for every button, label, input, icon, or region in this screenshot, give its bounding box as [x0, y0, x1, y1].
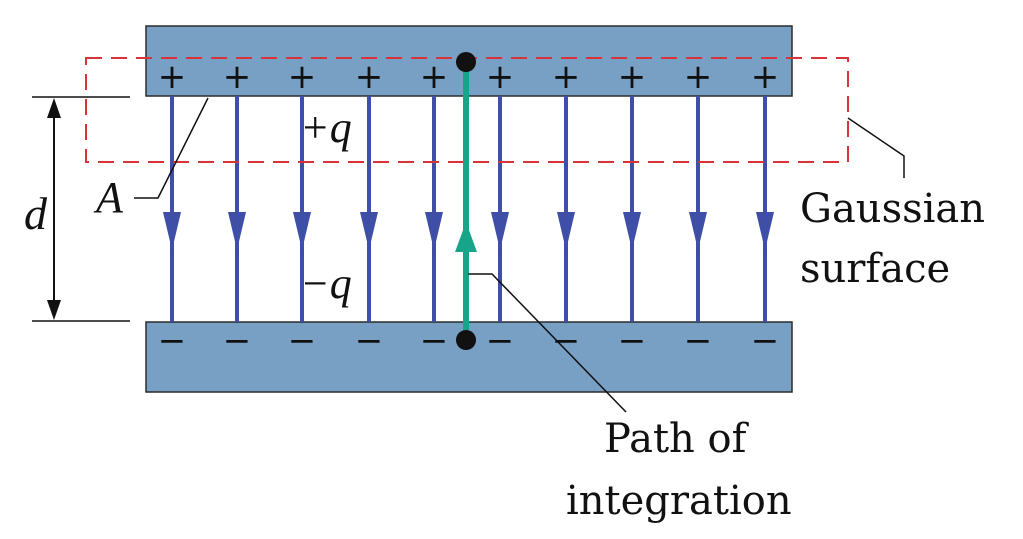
plus-charge: + [355, 57, 384, 97]
minus-charge: − [288, 321, 317, 361]
dimension-arrow-up [47, 98, 61, 118]
gaussian-label-line1: Gaussian [800, 186, 985, 232]
field-arrowhead [293, 212, 311, 250]
minus-charge: − [486, 321, 515, 361]
plus-charge: + [223, 57, 252, 97]
top-charge-label: +q [300, 103, 352, 152]
plus-charge: + [158, 57, 187, 97]
separation-label: d [24, 188, 48, 239]
integration-path-arrowhead [455, 222, 477, 252]
field-arrowhead [557, 212, 575, 250]
path-start-dot [456, 330, 476, 350]
minus-charge: − [420, 321, 449, 361]
path-leader [468, 273, 627, 413]
minus-charge: − [158, 321, 187, 361]
gaussian-label-line2: surface [800, 246, 950, 292]
plus-charge: + [618, 57, 647, 97]
plus-charge: + [420, 57, 449, 97]
field-arrowhead [228, 212, 246, 250]
bottom-plate-charges: −−−−−−−−−− [158, 321, 780, 361]
plus-charge: + [552, 57, 581, 97]
field-arrowhead [425, 212, 443, 250]
dimension-arrow-down [47, 300, 61, 320]
field-arrowhead [491, 212, 509, 250]
field-lines [163, 96, 774, 322]
plus-charge: + [288, 57, 317, 97]
gaussian-leader [847, 117, 905, 178]
field-arrowhead [689, 212, 707, 250]
plus-charge: + [486, 57, 515, 97]
field-arrowhead [163, 212, 181, 250]
plus-charge: + [684, 57, 713, 97]
field-arrowhead [360, 212, 378, 250]
top-plate-charges: + + + + + + + + + + [158, 57, 780, 97]
minus-charge: − [223, 321, 252, 361]
area-label: A [93, 173, 124, 222]
minus-charge: − [618, 321, 647, 361]
minus-charge: − [751, 321, 780, 361]
field-arrowhead [623, 212, 641, 250]
path-label-line2: integration [566, 478, 792, 524]
minus-charge: − [355, 321, 384, 361]
field-arrowhead [756, 212, 774, 250]
minus-charge: − [684, 321, 713, 361]
path-label-line1: Path of [604, 416, 750, 462]
plus-charge: + [751, 57, 780, 97]
path-end-dot [456, 52, 476, 72]
bottom-charge-label: −q [300, 259, 352, 308]
area-leader [134, 97, 209, 199]
